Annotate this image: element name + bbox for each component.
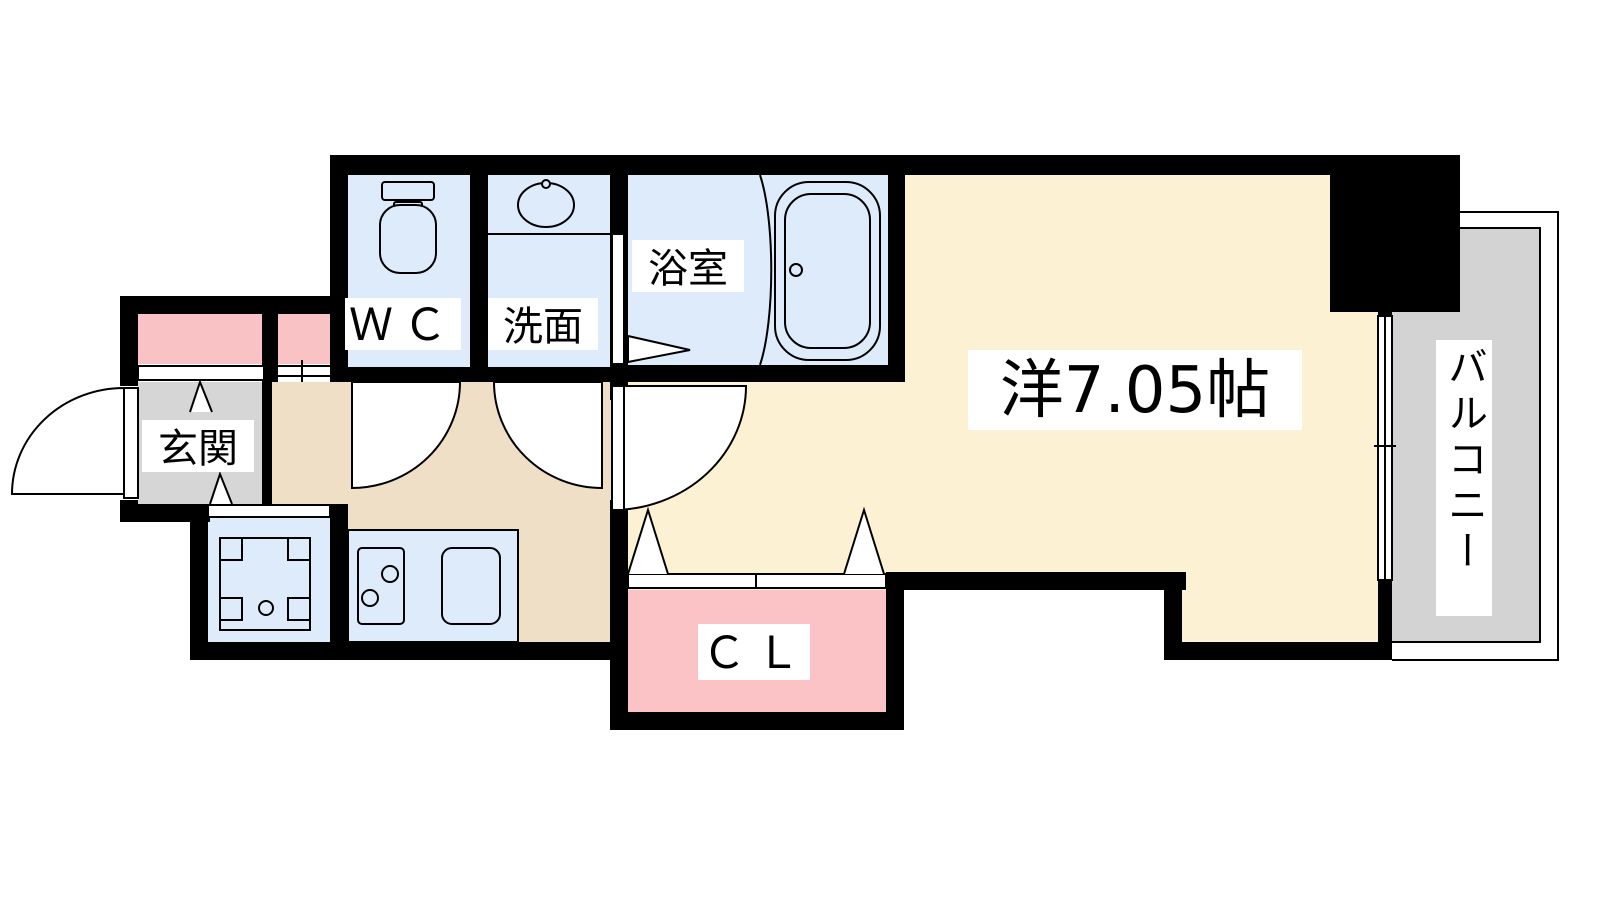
room-labels: 洋7.05帖 ＷＣ 洗面 浴室 玄関 ＣＬ バルコニー [142,240,1492,680]
small-storage [278,314,330,364]
structural-column [1330,155,1460,312]
western-door [611,385,748,512]
balcony-label: バルコニー [1441,346,1487,576]
entrance-steps [123,360,330,505]
washroom-label: 洗面 [503,304,583,350]
balcony-rail [1392,211,1559,661]
laundry-pan-icon [207,504,331,631]
balcony-window [1374,315,1396,581]
shoe-storage [138,314,262,364]
wc-door [351,381,462,490]
bath-door [611,233,691,365]
entrance-label: 玄関 [158,426,238,472]
kitchen-counter [347,529,519,643]
doors [10,381,748,512]
toilet-icon [379,181,437,274]
bathtub-icon [759,174,881,366]
bathroom-label: 浴室 [648,246,728,292]
washroom-door [492,381,603,490]
front-door [10,386,125,495]
wc-label: ＷＣ [349,300,457,351]
washbasin-icon [488,179,610,235]
western-room-label: 洋7.05帖 [1000,354,1271,428]
closet-doors [627,506,887,589]
western-door-frame [611,385,625,511]
walls [120,155,1460,730]
closet-label: ＣＬ [702,628,810,679]
